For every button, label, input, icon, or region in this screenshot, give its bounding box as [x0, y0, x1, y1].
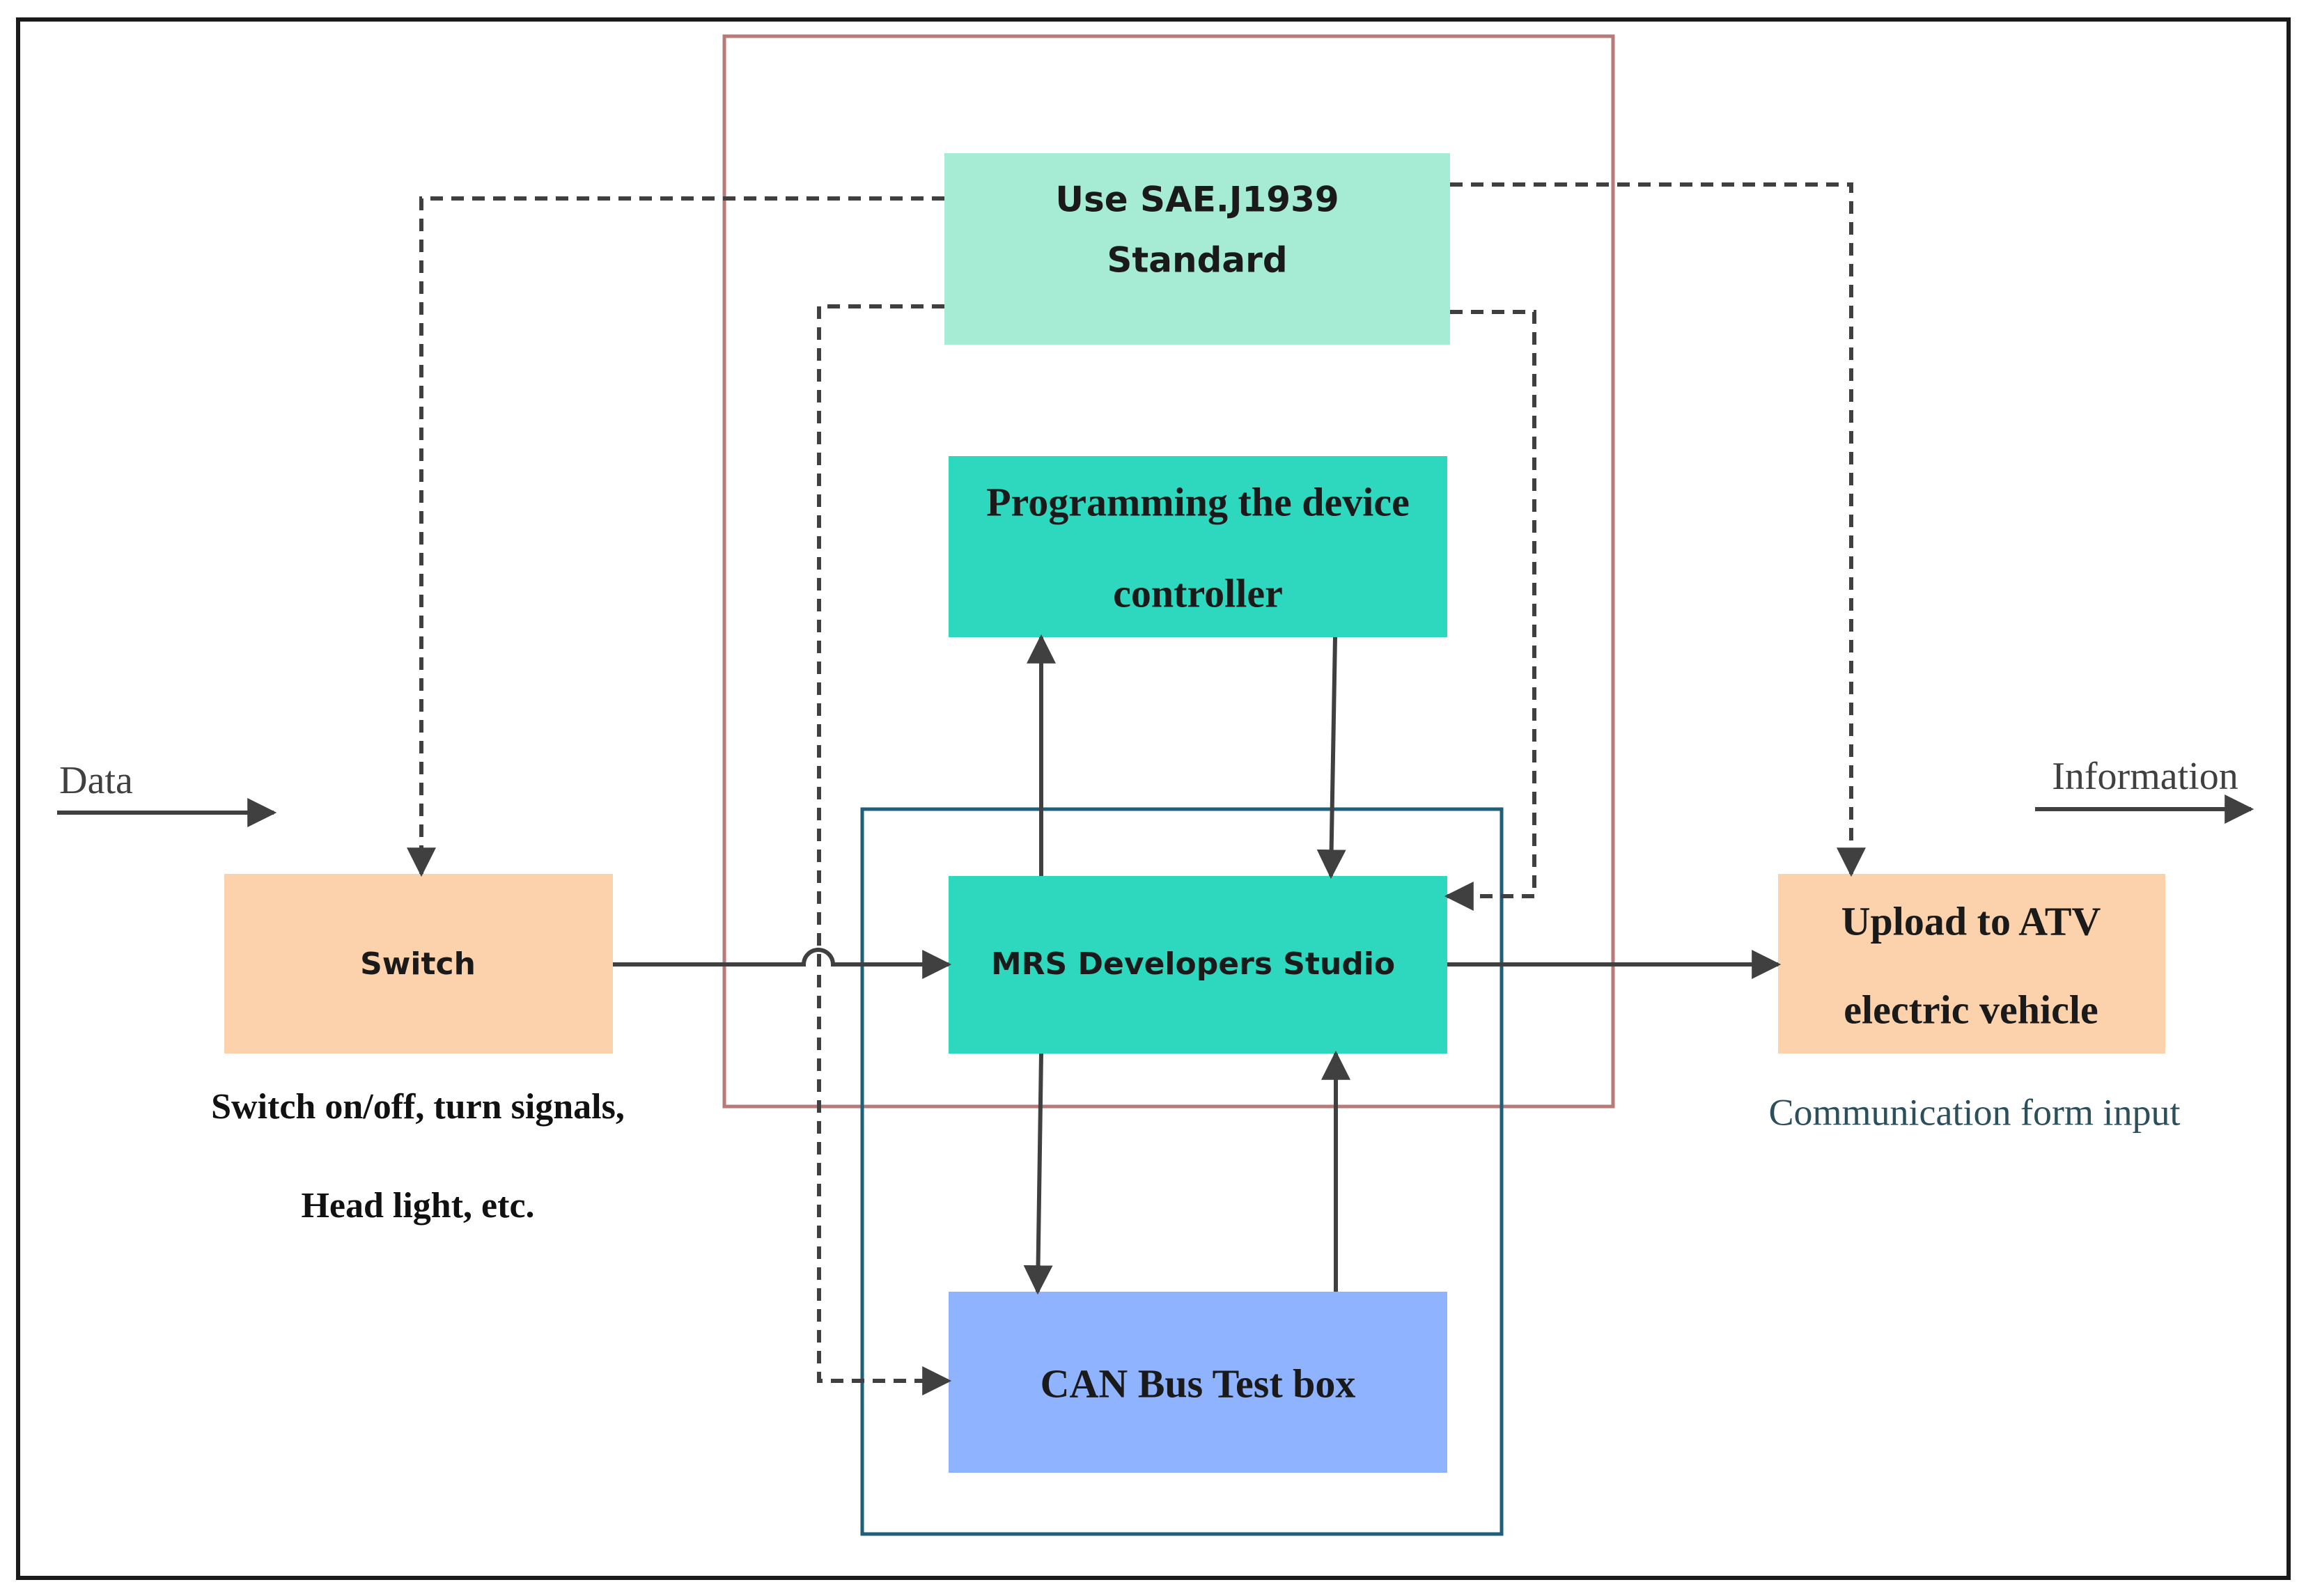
upload-box [1778, 874, 2165, 1054]
information-label: Information [2052, 755, 2238, 798]
red-group-frame [722, 34, 1615, 1109]
studio-box [949, 876, 1447, 1054]
communication-caption: Communication form input [1769, 1091, 2181, 1133]
programming-to-studio-arrow [1316, 636, 1346, 879]
standard-label-line2: Standard [1107, 240, 1287, 281]
programming-label-line1: Programming the device [986, 479, 1410, 524]
upload-label-line1: Upload to ATV [1841, 898, 2101, 944]
standard-to-switch-dashed-arrow [407, 196, 944, 877]
programming-box [949, 456, 1447, 637]
data-label: Data [59, 759, 133, 802]
switch-caption-line2: Head light, etc. [301, 1186, 534, 1226]
switch-box [224, 874, 613, 1054]
can-box [949, 1292, 1447, 1473]
switch-label: Switch [360, 946, 476, 982]
outer-frame [16, 17, 2291, 1580]
standard-to-studio-dashed-arrow [1444, 310, 1536, 911]
blue-group-frame [860, 807, 1504, 1536]
standard-to-upload-dashed-arrow [1450, 182, 1866, 877]
studio-to-can-arrow [1023, 1053, 1053, 1295]
upload-label-line2: electric vehicle [1844, 987, 2098, 1032]
switch-caption-line1: Switch on/off, turn signals, [211, 1087, 625, 1127]
studio-label: MRS Developers Studio [991, 946, 1395, 982]
switch-to-studio-arrow [613, 948, 952, 979]
programming-label-line2: controller [1113, 570, 1283, 616]
standard-label-line1: Use SAE.J1939 [1055, 180, 1339, 220]
can-box-label: CAN Bus Test box [1041, 1361, 1356, 1406]
standard-to-can-dashed-arrow [817, 304, 952, 1395]
standard-box [944, 153, 1450, 345]
